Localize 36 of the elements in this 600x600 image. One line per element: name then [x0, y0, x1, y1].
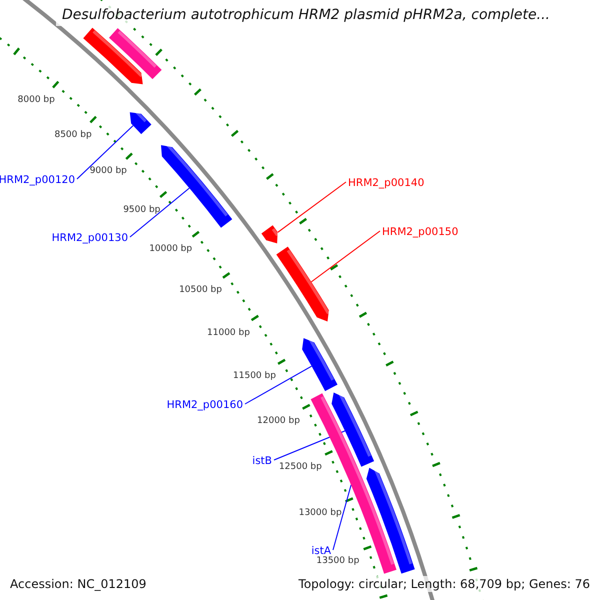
scale-label: 10000 bp [149, 244, 192, 254]
gene-label: istA [311, 545, 331, 557]
scale-label: 9000 bp [90, 166, 127, 176]
scale-label: 11500 bp [233, 371, 276, 382]
leader-line [76, 125, 134, 180]
leader-line [332, 484, 352, 550]
leader-line [244, 366, 312, 404]
leader-line [130, 188, 190, 238]
gene-segment [276, 246, 330, 322]
gene-segment [366, 468, 415, 574]
gene-segment [161, 143, 232, 228]
scale-label: 10500 bp [179, 285, 222, 296]
gene-segment [261, 225, 279, 244]
gene-label: HRM2_p00140 [348, 177, 424, 189]
map-info: Topology: circular; Length: 68,709 bp; Genes: 76 [296, 576, 592, 592]
gene-label: HRM2_p00120 [0, 174, 75, 186]
gene-segment [83, 28, 143, 84]
leader-line [310, 230, 380, 282]
gene-segment [302, 338, 338, 392]
scale-label: 8500 bp [54, 130, 92, 140]
scale-label: 13000 bp [298, 508, 342, 518]
gene-segment [332, 392, 374, 467]
scale-label: 11000 bp [207, 328, 250, 338]
gene-label: HRM2_p00150 [382, 226, 458, 238]
scale-label: 12500 bp [278, 462, 322, 472]
gene-segment [130, 110, 152, 134]
gene-label: istB [252, 455, 272, 467]
gene-label: HRM2_p00130 [52, 232, 128, 244]
leader-line [277, 182, 346, 233]
scale-label: 13500 bp [316, 556, 360, 566]
map-info: Accession: NC_012109 [8, 576, 148, 592]
scale-label: 12000 bp [257, 416, 300, 426]
scale-label: 8000 bp [18, 95, 55, 106]
gene-segment [109, 28, 162, 80]
scale-label: 9500 bp [123, 204, 160, 215]
gene-label: HRM2_p00160 [166, 399, 243, 411]
